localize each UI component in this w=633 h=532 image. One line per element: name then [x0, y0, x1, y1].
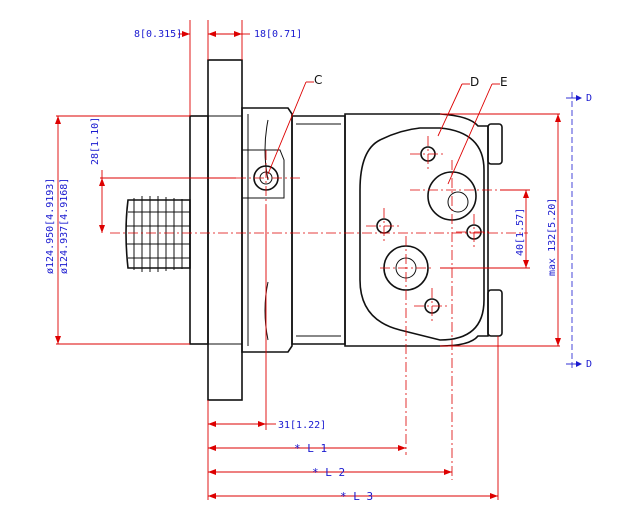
- callout-e: E: [500, 75, 508, 89]
- arrowheads: [55, 31, 561, 499]
- port-boss-bottom: [487, 289, 503, 337]
- dim-max-height: max 132[5.20]: [547, 198, 558, 276]
- flange: [207, 59, 243, 401]
- shaft-spline-teeth: [126, 196, 190, 272]
- housing-middle: [291, 115, 346, 345]
- pilot: [189, 115, 209, 345]
- dim-pilot-dia-min: ø124.937[4.9168]: [59, 178, 70, 274]
- dim-flange-thickness: 8[0.315]: [134, 29, 182, 40]
- dim-pilot-height: 28[1.10]: [90, 117, 101, 165]
- dim-flange-offset: 18[0.71]: [254, 29, 302, 40]
- motor-body: [125, 59, 503, 401]
- port-block: [359, 127, 485, 341]
- section-label-d-top: D: [586, 93, 592, 104]
- dim-pilot-dia-max: ø124.950[4.9193]: [45, 178, 56, 274]
- dim-port-spacing: 40[1.57]: [515, 208, 526, 256]
- dim-L3: * L 3: [340, 490, 373, 503]
- section-label-d-bottom: D: [586, 359, 592, 370]
- section-cut-line: [566, 92, 582, 370]
- port-boss-top: [487, 123, 503, 165]
- callout-d: D: [470, 75, 479, 89]
- dim-flange-to-hole: 31[1.22]: [278, 420, 326, 431]
- centerlines: [110, 136, 528, 480]
- housing-front: [241, 107, 293, 353]
- labels: 8[0.315] 18[0.71] 28[1.10] ø124.950[4.91…: [45, 29, 592, 503]
- callout-c: C: [314, 73, 322, 87]
- port-e-inner: [447, 191, 469, 213]
- red-dimension-lines: [56, 20, 560, 500]
- dim-L1: * L 1: [294, 442, 327, 455]
- dim-L2: * L 2: [312, 466, 345, 479]
